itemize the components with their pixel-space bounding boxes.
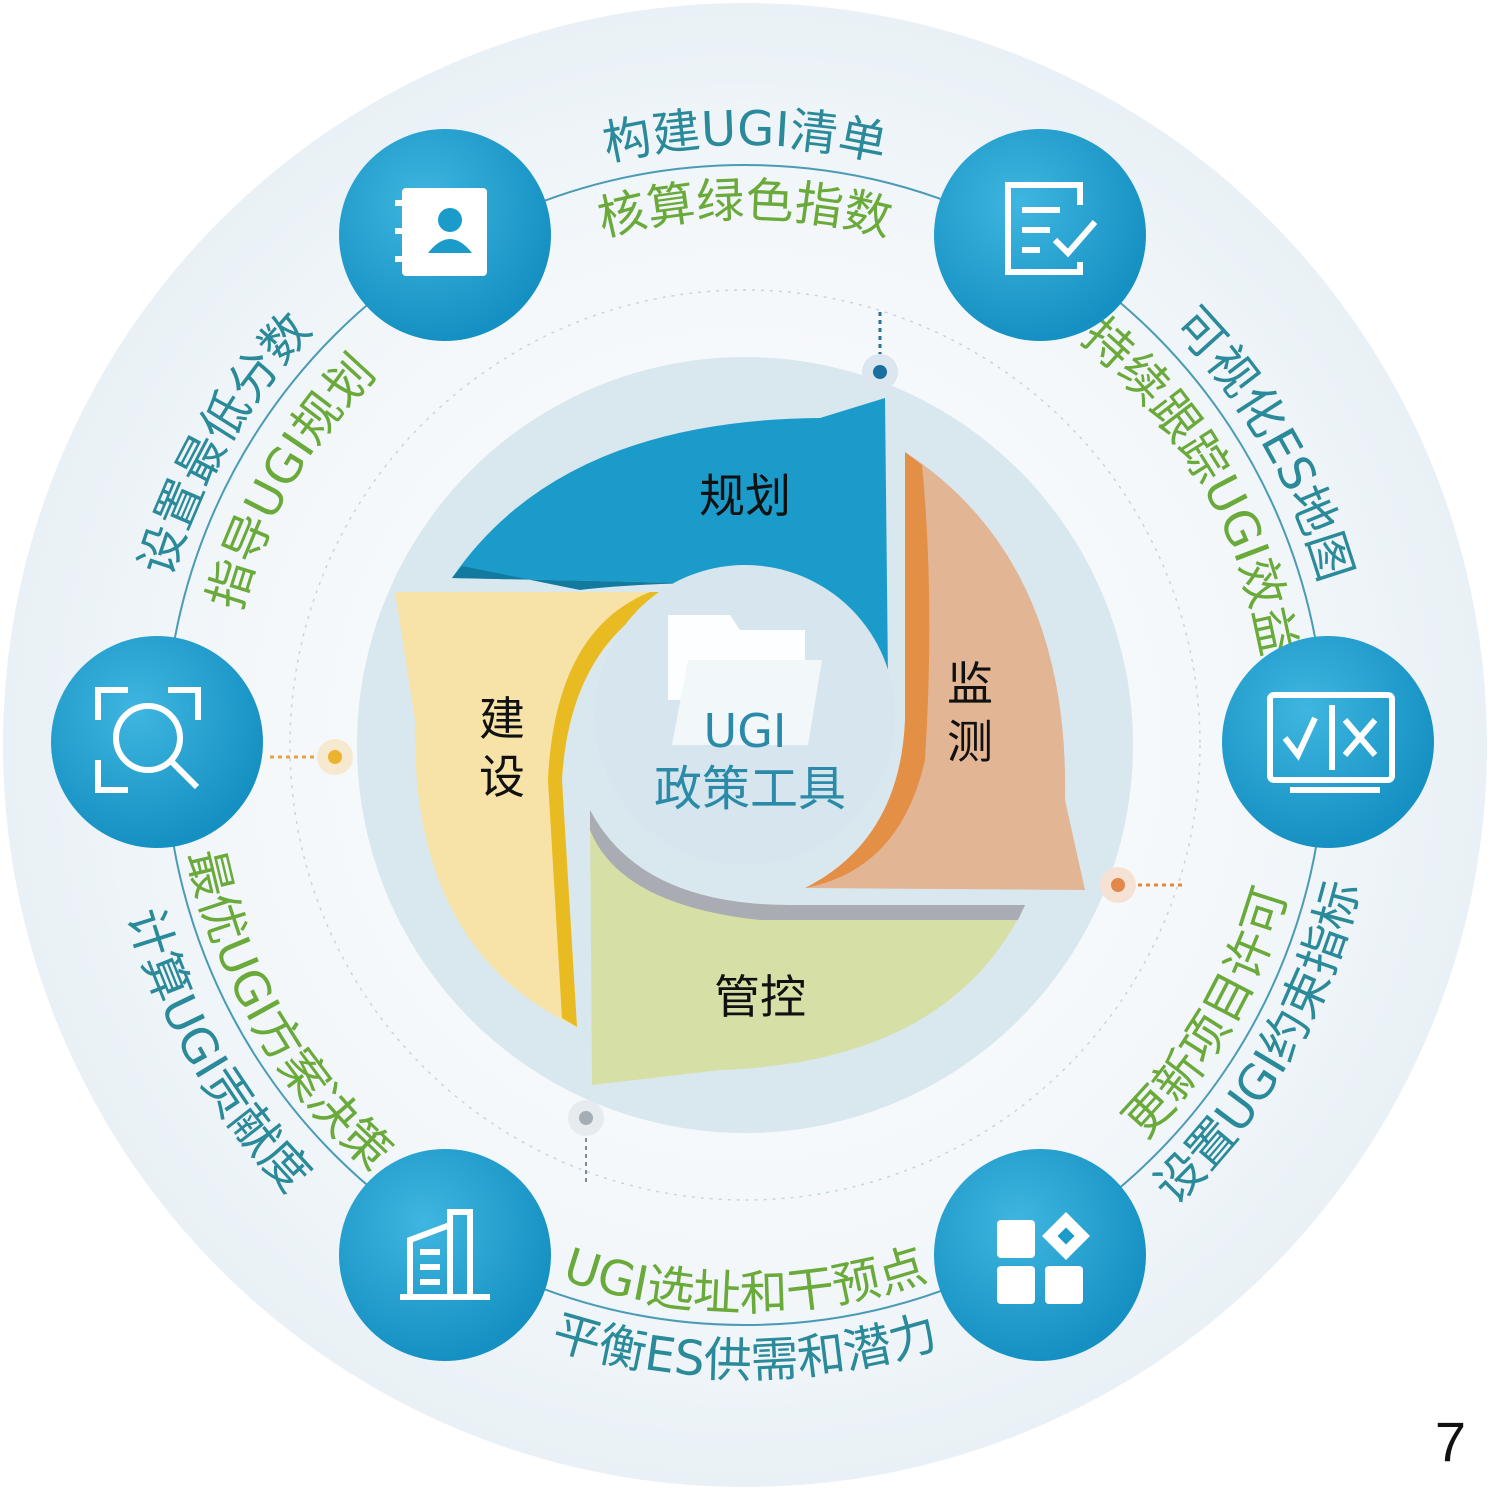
connector-dot-yellow — [328, 750, 342, 764]
planning-arrow-shade — [452, 566, 690, 590]
scan-search-icon — [95, 687, 201, 793]
stage-control: 管控 — [714, 970, 806, 1024]
building-icon — [400, 1209, 490, 1300]
connector-dot-blue — [873, 365, 887, 379]
apps-grid-icon — [997, 1212, 1090, 1304]
monitor-check-cross-icon — [1267, 692, 1395, 793]
stage-planning: 规划 — [699, 469, 791, 523]
node-checklist[interactable] — [934, 129, 1146, 341]
construction-arrow — [395, 592, 675, 1027]
page-number: 7 — [1434, 1410, 1466, 1473]
node-apps[interactable] — [934, 1149, 1146, 1361]
dotted-ring — [289, 289, 1201, 1201]
construction-arrow-shade — [548, 592, 675, 1027]
control-arrow — [590, 810, 1025, 1085]
checklist-icon — [1005, 182, 1098, 275]
node-monitor[interactable] — [1222, 636, 1434, 848]
monitoring-arrow — [805, 452, 1085, 890]
node-scan[interactable] — [51, 636, 263, 848]
folder-icon — [668, 615, 822, 745]
monitoring-arrow-shade — [805, 452, 930, 888]
control-arrow-shade — [590, 810, 1025, 920]
connector-dot-orange — [1111, 878, 1125, 892]
center-title: UGI — [704, 704, 787, 758]
stage-construction: 建设 — [479, 692, 525, 804]
stage-monitoring: 监测 — [947, 657, 993, 769]
connector-dot-gray — [579, 1111, 593, 1125]
planning-arrow — [452, 398, 888, 680]
node-building[interactable] — [339, 1149, 551, 1361]
contact-book-icon — [395, 188, 487, 276]
node-inventory[interactable] — [339, 129, 551, 341]
center-subtitle: 政策工具 — [654, 761, 846, 817]
